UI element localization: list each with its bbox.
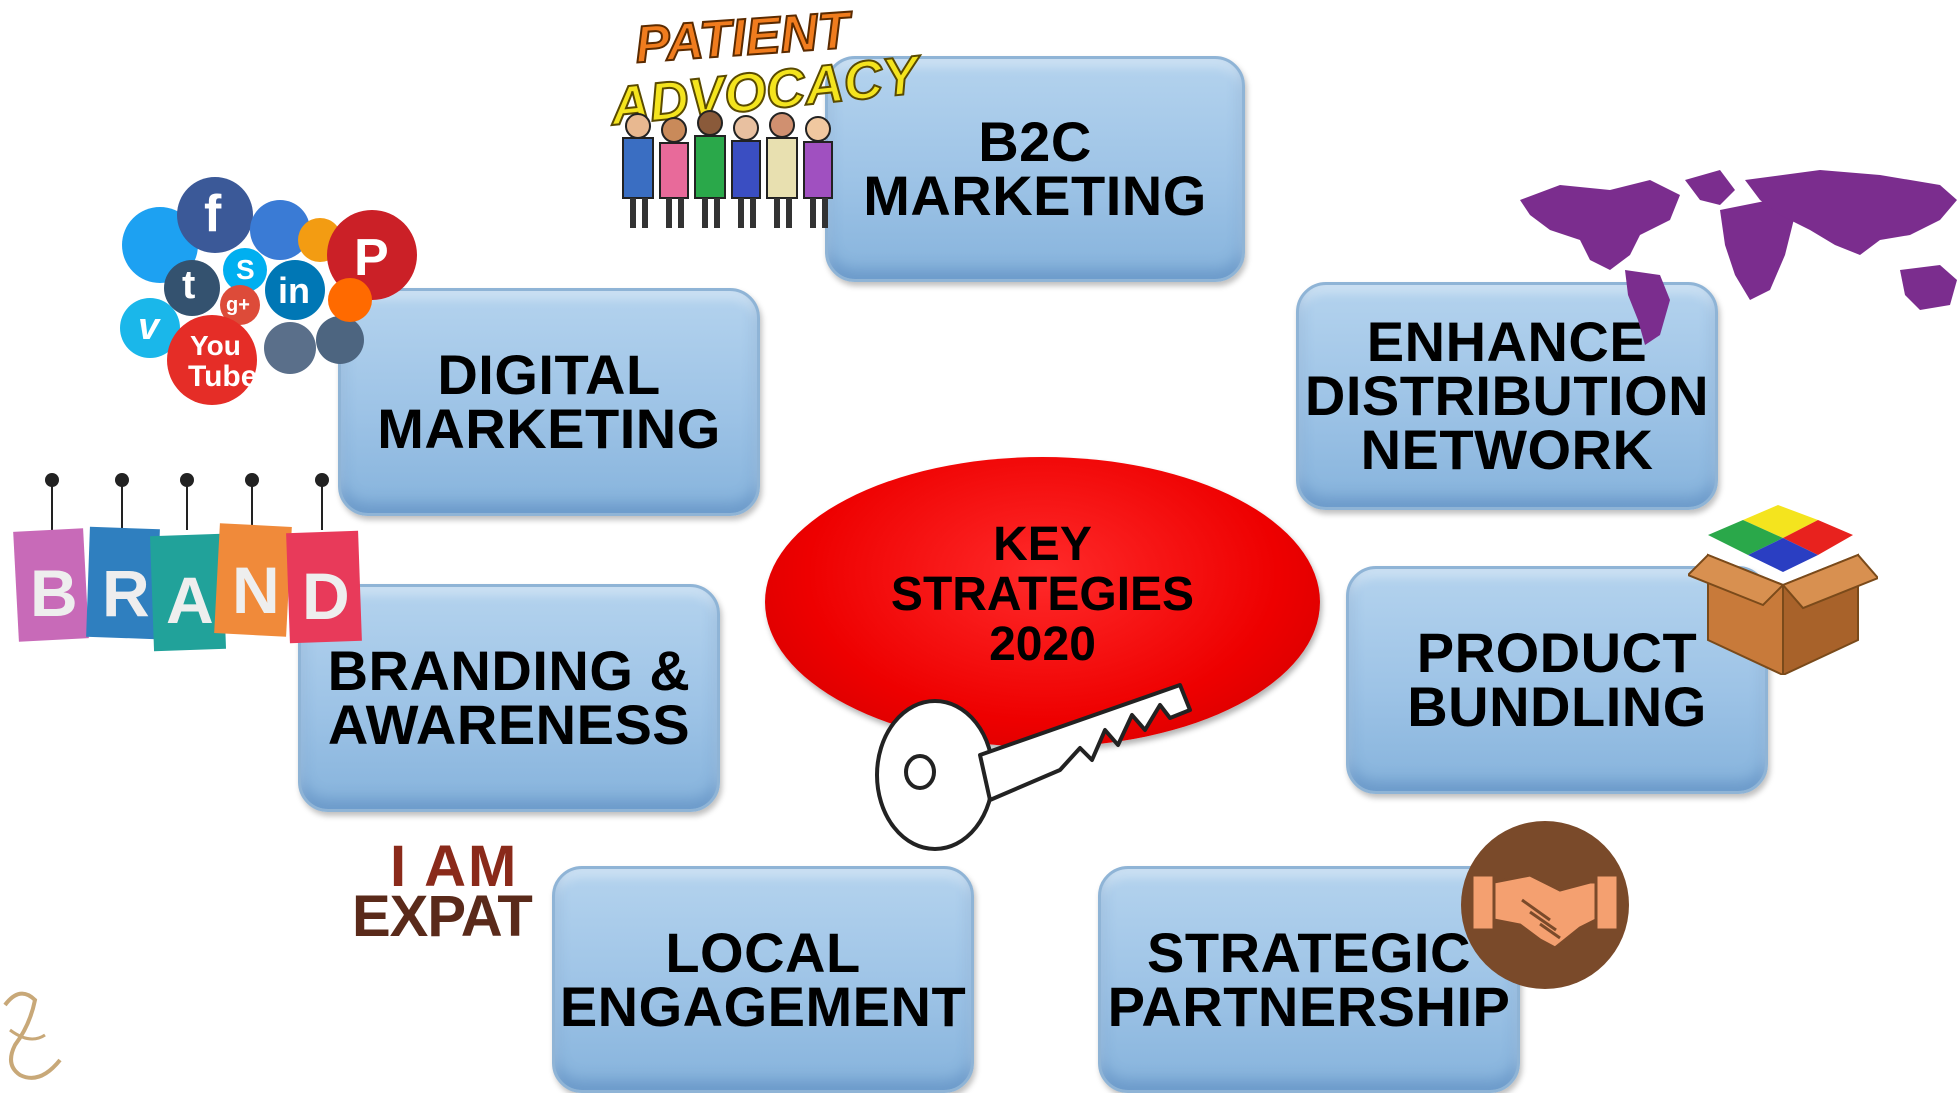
world-map-graphic xyxy=(1520,170,1957,345)
vimeo-icon: v xyxy=(138,306,160,348)
i-am-expat-logo: I AM EXPAT xyxy=(352,838,612,948)
local-line-2: ENGAGEMENT xyxy=(559,974,967,1038)
branding-awareness-box: BRANDING & AWARENESS xyxy=(298,584,720,812)
local-line-1: LOCAL xyxy=(665,920,861,984)
brand-letter-b: B xyxy=(30,556,78,630)
center-line-3: 2020 xyxy=(989,618,1096,671)
center-line-2: STRATEGIES xyxy=(890,568,1195,621)
branding-line-2: AWARENESS xyxy=(327,693,691,756)
facebook-icon: f xyxy=(204,185,222,243)
b2c-line-1: B2C xyxy=(978,110,1092,173)
enhance-distribution-box: ENHANCE DISTRIBUTION NETWORK xyxy=(1296,282,1718,510)
social-media-icons: f t in P v You Tube S g+ xyxy=(110,170,430,410)
b2c-line-2: MARKETING xyxy=(863,164,1207,227)
brand-tags-graphic: B R A N D xyxy=(12,470,372,660)
product-line-2: BUNDLING xyxy=(1407,675,1707,738)
digital-marketing-box: DIGITAL MARKETING xyxy=(338,288,760,516)
brand-letter-r: R xyxy=(102,556,150,630)
pinterest-icon: P xyxy=(354,229,389,287)
brand-letter-a: A xyxy=(166,563,214,637)
handshake-icon xyxy=(1461,821,1629,989)
tumblr-icon: t xyxy=(182,263,196,307)
youtube-tube-icon: Tube xyxy=(188,360,258,393)
product-bundling-box: PRODUCT BUNDLING xyxy=(1346,566,1768,794)
product-line-1: PRODUCT xyxy=(1416,621,1698,684)
digital-line-2: MARKETING xyxy=(377,397,721,460)
corner-flourish xyxy=(3,991,62,1080)
local-engagement-box: LOCAL ENGAGEMENT xyxy=(552,866,974,1093)
digital-line-1: DIGITAL xyxy=(437,343,661,406)
key-icon xyxy=(875,683,1192,851)
strategic-line-1: STRATEGIC xyxy=(1147,920,1471,984)
skype-icon: S xyxy=(236,254,255,285)
enhance-line-3: NETWORK xyxy=(1360,418,1654,481)
google-plus-icon: g+ xyxy=(226,294,250,316)
key-strategies-title: KEY STRATEGIES 2020 xyxy=(765,520,1320,670)
center-line-1: KEY xyxy=(993,518,1092,571)
b2c-marketing-box: B2C MARKETING xyxy=(825,56,1245,282)
enhance-line-1: ENHANCE xyxy=(1366,310,1648,373)
expat-line-1: I AM xyxy=(390,834,519,899)
strategic-line-2: PARTNERSHIP xyxy=(1107,974,1511,1038)
expat-line-2: EXPAT xyxy=(352,884,533,949)
brand-letter-n: N xyxy=(232,553,280,627)
enhance-line-2: DISTRIBUTION xyxy=(1304,364,1710,427)
product-box-icon xyxy=(1688,505,1878,675)
brand-letter-d: D xyxy=(302,559,350,633)
key-strategies-ellipse xyxy=(765,457,1320,747)
strategic-partnership-box: STRATEGIC PARTNERSHIP xyxy=(1098,866,1520,1093)
linkedin-icon: in xyxy=(278,270,310,311)
branding-line-1: BRANDING & xyxy=(327,639,691,702)
patient-advocacy-graphic: PATIENT ADVOCACY xyxy=(605,1,922,233)
youtube-you-icon: You xyxy=(190,330,241,361)
